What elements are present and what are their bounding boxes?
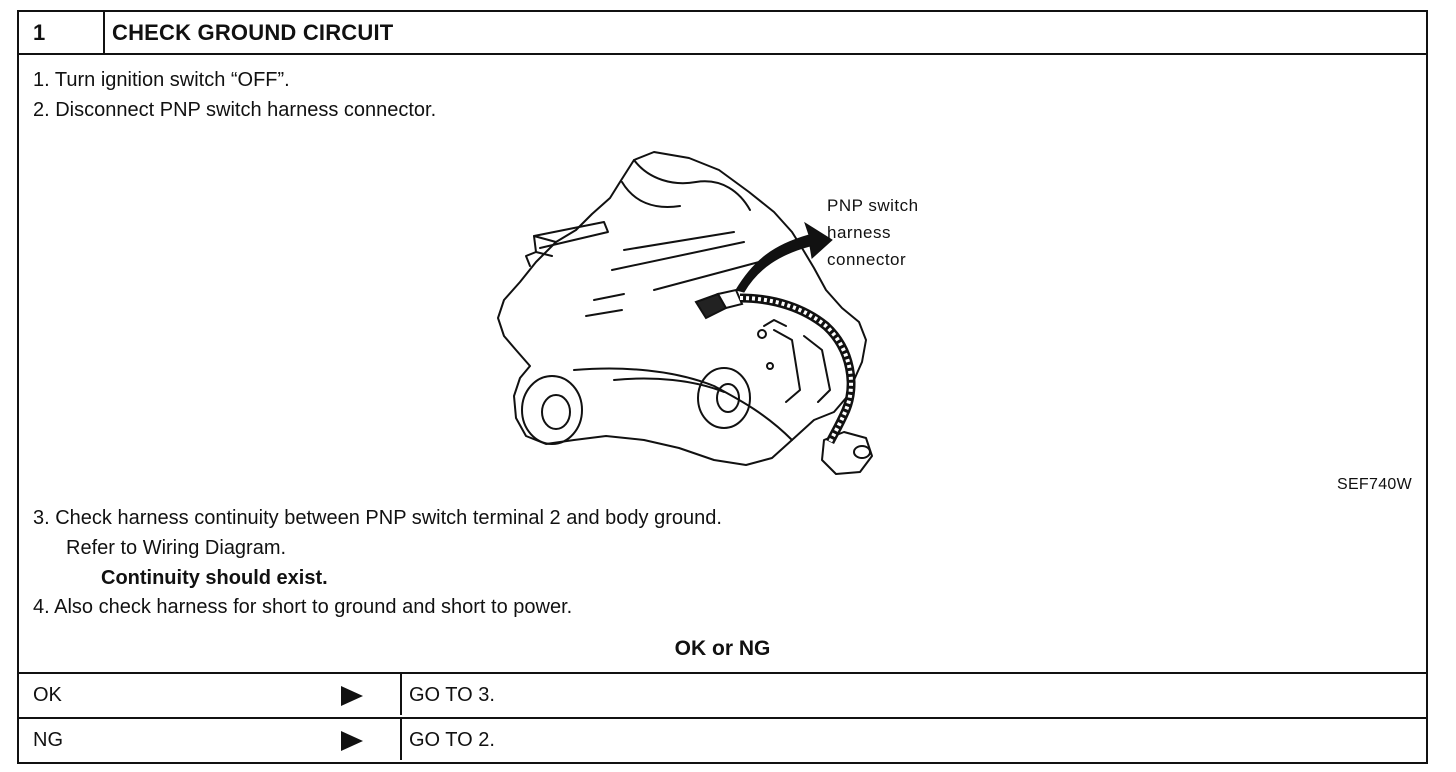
instruction-step-4: 4. Also check harness for short to groun… [33, 596, 573, 618]
step-number: 1 [19, 12, 105, 53]
connector-callout-label: PNP switch harness connector [827, 192, 919, 273]
specification-text: Continuity should exist. [101, 567, 328, 589]
decision-title: OK or NG [674, 637, 771, 660]
instruction-step-1: 1. Turn ignition switch “OFF”. [33, 69, 290, 91]
callout-line: connector [827, 250, 907, 269]
decision-label: OK [33, 684, 62, 706]
callout-line: PNP switch [827, 196, 919, 215]
transmission-illustration [497, 151, 873, 475]
column-divider [400, 719, 402, 760]
instruction-step-3-reference: Refer to Wiring Diagram. [66, 537, 287, 559]
instruction-step-3: 3. Check harness continuity between PNP … [33, 507, 722, 529]
figure-code: SEF740W [1336, 476, 1412, 493]
callout-line: harness [827, 223, 891, 242]
decision-action: GO TO 3. [409, 684, 495, 706]
decision-action: GO TO 2. [409, 729, 495, 751]
column-divider [400, 674, 402, 715]
diagnostic-procedure-sheet: 1 CHECK GROUND CIRCUIT 1. Turn ignition … [17, 10, 1428, 764]
play-arrow-icon [341, 731, 363, 751]
step-title: CHECK GROUND CIRCUIT [112, 20, 394, 45]
play-arrow-icon [341, 686, 363, 706]
decision-row-ng: NG GO TO 2. [19, 717, 1426, 760]
step-header: 1 CHECK GROUND CIRCUIT [19, 12, 1426, 55]
decision-row-ok: OK GO TO 3. [19, 672, 1426, 715]
instruction-step-2: 2. Disconnect PNP switch harness connect… [33, 99, 437, 121]
decision-label: NG [33, 729, 63, 751]
